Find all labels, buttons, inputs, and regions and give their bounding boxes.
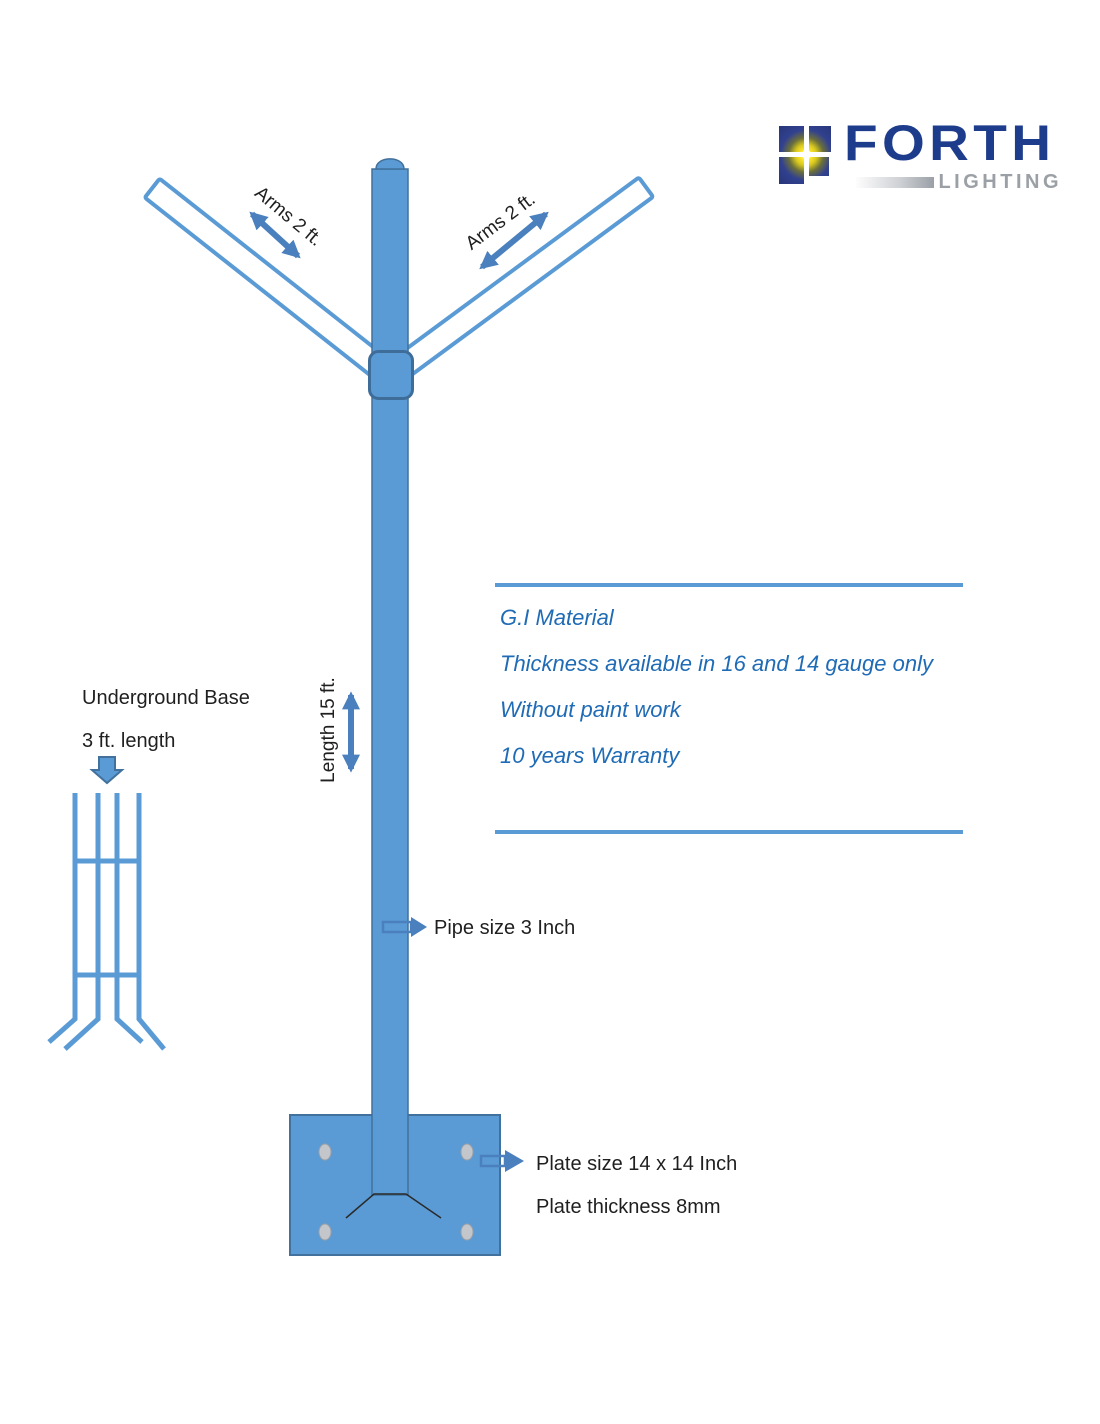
underground-base-length-label: 3 ft. length bbox=[82, 730, 176, 752]
underground-base-title: Underground Base bbox=[82, 687, 250, 709]
spec-line-thickness: Thickness available in 16 and 14 gauge o… bbox=[500, 651, 933, 676]
gusset-lines bbox=[345, 1193, 442, 1219]
logo-icon-mask bbox=[809, 176, 831, 184]
bolt-hole bbox=[460, 1223, 474, 1241]
logo-brand-name: FORTH bbox=[844, 115, 1056, 171]
right-arm-dimension-arrow-icon bbox=[479, 211, 549, 270]
pipe-size-label: Pipe size 3 Inch bbox=[434, 917, 576, 939]
pole-length-label: Length 15 ft. bbox=[318, 677, 339, 783]
pole bbox=[371, 168, 409, 1196]
logo-text: FORTH LIGHTING bbox=[844, 118, 1062, 192]
logo-subtitle: LIGHTING bbox=[938, 171, 1062, 193]
down-arrow-icon bbox=[89, 756, 125, 785]
arm-junction-box bbox=[368, 350, 414, 400]
logo-shine-bar bbox=[856, 176, 935, 188]
bolt-hole bbox=[460, 1143, 474, 1161]
bolt-hole bbox=[318, 1223, 332, 1241]
logo-icon-mask bbox=[829, 157, 831, 176]
base-rod bbox=[47, 793, 78, 1044]
spec-line-paint: Without paint work bbox=[500, 697, 681, 722]
forth-lighting-logo: FORTH LIGHTING bbox=[779, 118, 1062, 192]
spec-line-material: G.I Material bbox=[500, 605, 614, 630]
base-rod bbox=[136, 793, 166, 1051]
pipe-pointer-arrow-icon bbox=[411, 917, 427, 937]
spec-divider-top bbox=[495, 583, 963, 587]
plate-size-label: Plate size 14 x 14 Inch bbox=[536, 1153, 738, 1175]
pole-cap bbox=[375, 158, 405, 170]
spec-divider-bottom bbox=[495, 830, 963, 834]
forth-glow-grid-icon bbox=[779, 126, 831, 184]
bolt-hole bbox=[318, 1143, 332, 1161]
base-rod bbox=[114, 793, 144, 1044]
left-arm-dimension-arrow-icon bbox=[249, 211, 301, 259]
underground-base-sketch bbox=[47, 793, 166, 1051]
spec-line-warranty: 10 years Warranty bbox=[500, 743, 680, 768]
base-rod bbox=[63, 793, 101, 1051]
plate-pointer-arrow-icon bbox=[505, 1150, 524, 1172]
logo-subtitle-row: LIGHTING bbox=[844, 172, 1062, 192]
plate-thickness-label: Plate thickness 8mm bbox=[536, 1196, 721, 1218]
